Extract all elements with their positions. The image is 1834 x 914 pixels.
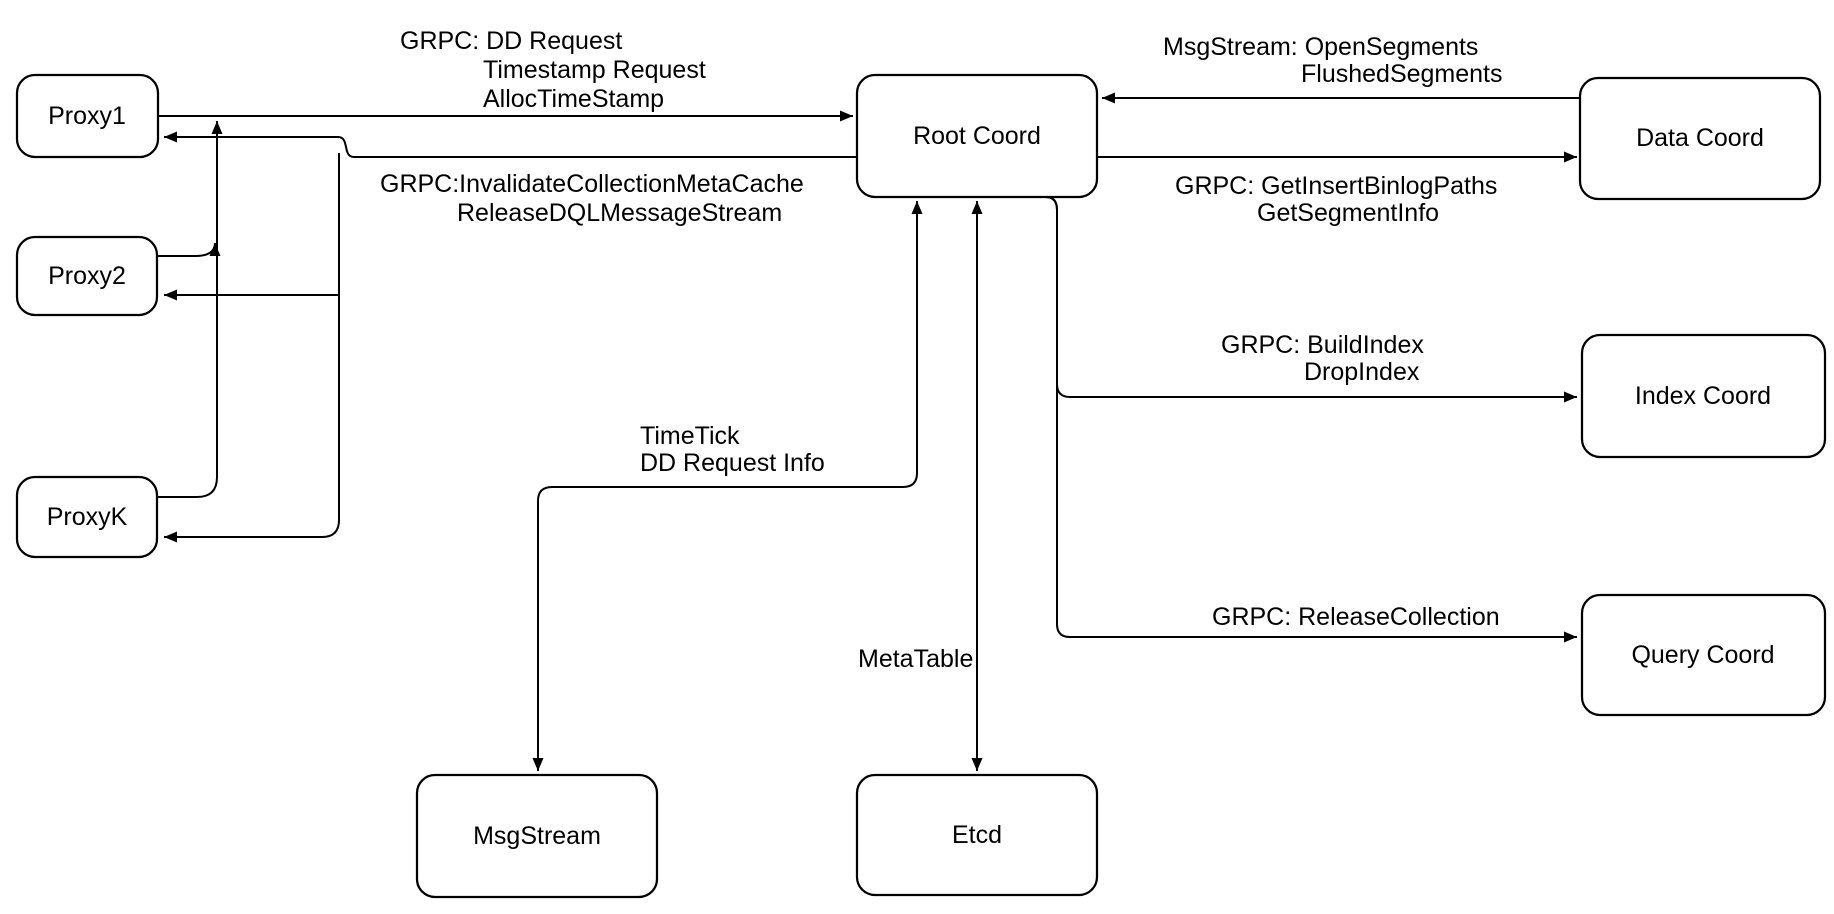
edge-label-buildindex-line2: DropIndex: [1304, 358, 1420, 386]
root-coord-box: [855, 73, 1099, 199]
edge-label-metatable: MetaTable: [858, 645, 973, 673]
edge-rootcoord-to-proxy1: [164, 131, 857, 158]
edge-rootcoord-msgstream: [532, 201, 923, 771]
edge-label-getinsertbinlogpaths-line1: GRPC: GetInsertBinlogPaths: [1175, 172, 1497, 200]
edge-label-root-to-etcd: MetaTable: [858, 645, 973, 673]
node-query-coord: Query Coord: [1580, 593, 1827, 717]
edge-label-proxies-to-root: GRPC: DD Request Timestamp Request Alloc…: [400, 27, 706, 113]
edge-label-getinsertbinlogpaths-line2: GetSegmentInfo: [1257, 199, 1439, 227]
edge-label-grpc-dd-request-line3: AllocTimeStamp: [483, 85, 664, 113]
msgstream-box: [415, 773, 659, 899]
edge-label-grpc-dd-request-line1: GRPC: DD Request: [400, 27, 622, 55]
edge-label-root-to-proxies: GRPC:InvalidateCollectionMetaCache Relea…: [380, 170, 804, 227]
edge-label-invalidate-line2: ReleaseDQLMessageStream: [457, 199, 782, 227]
edge-label-root-to-msgstream: TimeTick DD Request Info: [640, 422, 825, 477]
data-coord-label: Data Coord: [1636, 124, 1764, 152]
node-data-coord: Data Coord: [1578, 76, 1822, 201]
query-coord-box: [1580, 593, 1827, 717]
edge-proxy2-to-bus: [157, 242, 221, 257]
edge-label-grpc-dd-request-line2: Timestamp Request: [483, 56, 706, 84]
proxy2-label: Proxy2: [48, 262, 126, 290]
node-etcd: Etcd: [855, 773, 1099, 897]
edge-label-opensegments-line2: FlushedSegments: [1301, 60, 1503, 88]
edge-label-buildindex-line1: GRPC: BuildIndex: [1221, 331, 1424, 359]
msgstream-label: MsgStream: [473, 822, 601, 850]
edge-rootcoord-to-querycoord: [1045, 196, 1577, 643]
edge-label-invalidate-line1: GRPC:InvalidateCollectionMetaCache: [380, 170, 804, 198]
proxy2-box: [15, 235, 159, 317]
root-coord-label: Root Coord: [913, 122, 1041, 150]
edge-label-root-to-data: GRPC: GetInsertBinlogPaths GetSegmentInf…: [1175, 172, 1497, 227]
node-proxy2: Proxy2: [15, 235, 159, 317]
node-index-coord: Index Coord: [1580, 333, 1827, 459]
edge-label-root-to-index: GRPC: BuildIndex DropIndex: [1221, 331, 1424, 386]
edge-label-root-to-query: GRPC: ReleaseCollection: [1212, 603, 1500, 631]
proxyk-box: [15, 475, 159, 559]
edge-label-releasecollection: GRPC: ReleaseCollection: [1212, 603, 1500, 631]
proxy1-box: [15, 73, 160, 159]
proxyk-label: ProxyK: [47, 503, 128, 531]
edge-label-data-to-root: MsgStream: OpenSegments FlushedSegments: [1163, 33, 1503, 88]
node-proxy1: Proxy1: [15, 73, 160, 159]
node-proxyk: ProxyK: [15, 475, 159, 559]
edge-proxyk-to-bus: [157, 121, 223, 498]
edge-label-opensegments-line1: MsgStream: OpenSegments: [1163, 33, 1478, 61]
etcd-label: Etcd: [952, 821, 1002, 849]
index-coord-label: Index Coord: [1635, 382, 1771, 410]
query-coord-label: Query Coord: [1631, 641, 1774, 669]
node-root-coord: Root Coord: [855, 73, 1099, 199]
data-coord-box: [1578, 76, 1822, 201]
edge-rootcoord-to-proxyk: [164, 153, 340, 543]
node-msgstream: MsgStream: [415, 773, 659, 899]
index-coord-box: [1580, 333, 1827, 459]
edge-label-timetick-line1: TimeTick: [640, 422, 740, 450]
proxy1-label: Proxy1: [48, 102, 126, 130]
edge-label-timetick-line2: DD Request Info: [640, 449, 825, 477]
etcd-box: [855, 773, 1099, 897]
